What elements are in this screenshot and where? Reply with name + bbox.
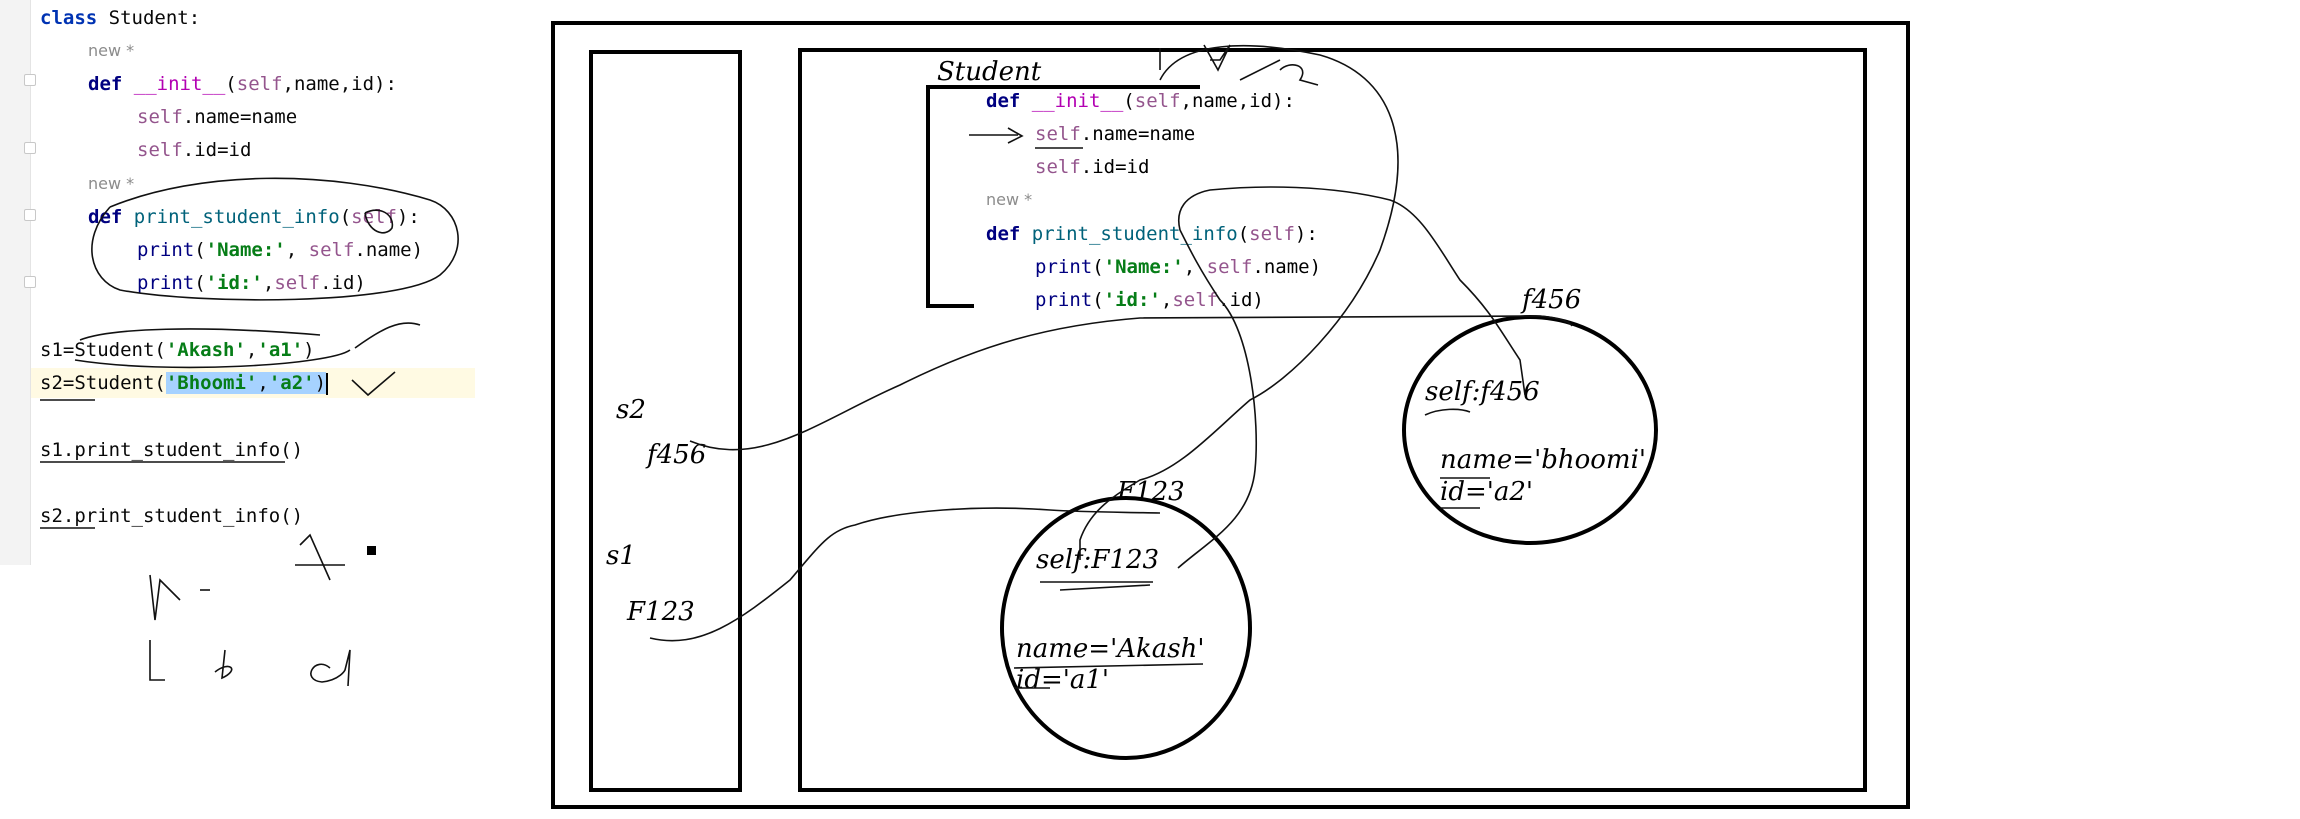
code-text: .name) (354, 239, 424, 261)
fold-marker[interactable] (24, 142, 36, 154)
code-text: .name=name (182, 106, 298, 128)
code-text: ( (225, 73, 237, 95)
fold-marker[interactable] (24, 276, 36, 288)
code-line[interactable]: self.id=id (137, 135, 251, 165)
code-line[interactable]: def print_student_info(self): (88, 202, 420, 232)
stack-frame (589, 50, 742, 792)
code-line[interactable]: self.name=name (137, 102, 297, 132)
string-literal: 'a1' (257, 339, 304, 361)
code-text: , (257, 372, 269, 394)
self-token: self (137, 139, 183, 161)
reference-lines (649, 44, 1573, 689)
code-text: s2=Student( (40, 372, 166, 394)
code-text: , (285, 239, 309, 261)
stack-var-s2: s2 (616, 395, 646, 425)
stack-var-s1: s1 (606, 541, 636, 571)
code-text: , (245, 339, 258, 361)
class-name: Student: (97, 7, 201, 29)
code-line[interactable]: def __init__(self,name,id): (88, 69, 397, 99)
class-code-line: def print_student_info(self): (986, 223, 1318, 245)
code-text: s1.print_student_info() (40, 439, 304, 461)
object-circle-f123 (1000, 496, 1252, 760)
object-self-label: self:F123 (1036, 545, 1159, 575)
object-address-label: F123 (1116, 477, 1185, 507)
code-text: ) (314, 372, 327, 394)
code-line[interactable]: print('id:',self.id) (137, 268, 366, 298)
object-attr-id: id='a2' (1440, 477, 1533, 507)
code-text: ) (303, 339, 315, 361)
object-attr-name: name='Akash' (1016, 634, 1205, 664)
string-literal: 'Akash' (165, 339, 246, 361)
code-text: , (262, 272, 275, 294)
code-line[interactable]: print('Name:', self.name) (137, 235, 423, 265)
inlay-hint: new * (88, 174, 135, 193)
fold-marker[interactable] (24, 74, 36, 86)
class-code-line: self.name=name (1035, 123, 1195, 145)
self-token: self (236, 73, 283, 95)
keyword: class (40, 7, 98, 29)
inlay-hint: new * (88, 41, 135, 60)
object-self-label: self:f456 (1425, 377, 1540, 407)
object-attr-id: id='a1' (1016, 665, 1109, 695)
keyword: def (88, 73, 123, 95)
text-caret (326, 372, 329, 395)
class-code-line: print('id:',self.id) (1035, 289, 1264, 311)
code-line[interactable]: class Student: (40, 3, 200, 33)
function-name: __init__ (133, 73, 226, 95)
heap-frame (798, 48, 1867, 792)
code-line[interactable]: s2=Student('Bhoomi','a2') (40, 368, 329, 398)
string-literal: 'a2' (268, 372, 315, 394)
string-literal: 'Name:' (205, 239, 286, 261)
code-line[interactable]: s2.print_student_info() (40, 501, 303, 531)
code-line[interactable]: s1.print_student_info() (40, 435, 303, 465)
stack-ref-s1: F123 (626, 597, 695, 627)
code-line[interactable]: s1=Student('Akash','a1') (40, 335, 315, 365)
class-code-line: def __init__(self,name,id): (986, 90, 1295, 112)
code-text: ,name,id): (282, 73, 397, 95)
code-text: .id=id (182, 139, 252, 161)
self-token: self (137, 106, 183, 128)
code-text: ( (194, 272, 206, 294)
class-name-label: Student (937, 57, 1042, 87)
class-code-line: print('Name:', self.name) (1035, 256, 1321, 278)
class-code-hint: new * (986, 190, 1032, 209)
object-attr-name: name='bhoomi' (1440, 445, 1646, 475)
object-circle-f456 (1402, 315, 1658, 545)
string-literal: 'id:' (205, 272, 263, 294)
self-token: self (308, 239, 355, 261)
code-editor[interactable]: class Student: new * def __init__(self,n… (0, 0, 475, 565)
class-code-block: def __init__(self,name,id): self.name=na… (986, 90, 1321, 311)
builtin-function: print (137, 272, 195, 294)
string-literal: 'Bhoomi' (165, 372, 258, 394)
code-text: s1=Student( (40, 339, 166, 361)
self-token: self (274, 272, 321, 294)
builtin-function: print (137, 239, 195, 261)
code-text: ): (396, 206, 420, 228)
code-text: s2.print_student_info() (40, 505, 304, 527)
keyword: def (88, 206, 123, 228)
diagram-outer-frame (551, 21, 1910, 809)
object-address-label: f456 (1520, 285, 1581, 315)
function-name: print_student_info (133, 206, 340, 228)
class-bracket (926, 85, 1200, 308)
fold-marker[interactable] (24, 209, 36, 221)
class-code-line: self.id=id (1035, 156, 1149, 178)
code-text: ( (339, 206, 352, 228)
self-token: self (351, 206, 397, 228)
code-text: .id) (320, 272, 366, 294)
stack-ref-s2: f456 (645, 440, 706, 470)
code-text: ( (194, 239, 206, 261)
